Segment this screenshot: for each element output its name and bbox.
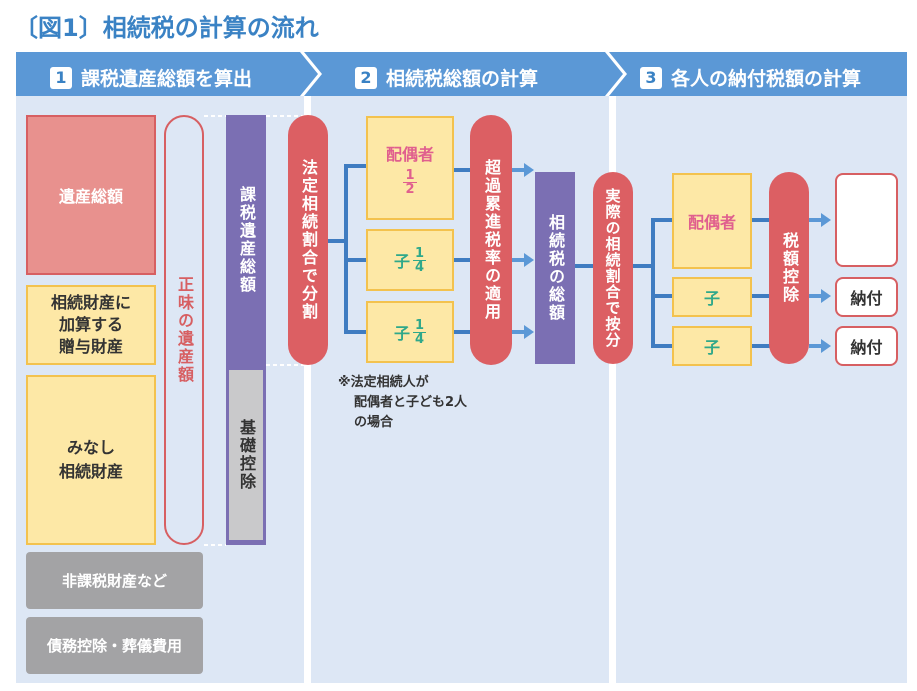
taxable-estate-bar: 課税遺産総額	[226, 115, 266, 365]
child2-payment-box: 納付	[835, 326, 898, 366]
child1-fraction: 1 4	[412, 245, 427, 275]
basic-deduction-bar: 基礎控除	[229, 370, 263, 540]
step3-header: 3 各人の納付税額の計算	[640, 64, 861, 91]
step2-arrow	[304, 52, 623, 96]
child2-alloc-box: 子	[672, 326, 752, 366]
spouse-label: 配偶者	[385, 144, 434, 164]
step2-label: 相続税総額の計算	[386, 68, 539, 90]
step1-label: 課税遺産総額を算出	[81, 68, 253, 90]
connector-line	[454, 330, 470, 334]
step1-arrow	[16, 52, 318, 96]
progressive-rate-label: 超過累進税率の適用	[482, 159, 501, 321]
connector-line	[326, 239, 346, 243]
step2-header: 2 相続税総額の計算	[355, 64, 538, 91]
connector-line	[344, 164, 348, 334]
spouse-share-box: 配偶者 1 2	[366, 116, 454, 220]
connector-line	[651, 294, 673, 298]
debts-label: 債務控除・葬儀費用	[46, 637, 182, 655]
child1-payment-box: 納付	[835, 277, 898, 317]
spouse-alloc-box: 配偶者	[672, 173, 752, 269]
spouse-frac-den: 2	[405, 181, 415, 197]
child2-fraction: 1 4	[412, 317, 427, 347]
total-tax-bar: 相続税の総額	[535, 172, 575, 364]
connector-line	[344, 258, 366, 262]
connector-line	[752, 294, 770, 298]
connector-line	[454, 168, 470, 172]
footnote-line3: の場合	[354, 415, 394, 430]
progressive-rate-pill: 超過累進税率の適用	[470, 115, 512, 365]
actual-split-label: 実際の相続割合で按分	[603, 188, 622, 348]
spouse-fraction: 1 2	[403, 167, 417, 197]
connector-line	[752, 344, 770, 348]
step2-number: 2	[355, 66, 377, 89]
step3-label: 各人の納付税額の計算	[671, 68, 862, 90]
child2-label: 子	[393, 324, 410, 343]
child2-frac-den: 4	[414, 331, 425, 347]
connector-line	[651, 344, 673, 348]
child1-label: 子	[393, 252, 410, 271]
step3-arrow	[609, 52, 907, 96]
estate-total-label: 遺産総額	[58, 187, 123, 206]
estate-total-box: 遺産総額	[26, 115, 156, 275]
actual-split-pill: 実際の相続割合で按分	[593, 172, 633, 364]
child1-payment-label: 納付	[850, 289, 883, 308]
nontaxable-label: 非課税財産など	[61, 572, 167, 590]
taxable-estate-label: 課税遺産総額	[237, 186, 256, 294]
gift-assets-box: 相続財産に 加算する 贈与財産	[26, 285, 156, 365]
connector-line	[633, 264, 653, 268]
child1-frac-num: 1	[412, 245, 427, 261]
child1-alloc-label: 子	[703, 289, 720, 308]
connector-line	[752, 218, 770, 222]
connector-line	[454, 258, 470, 262]
gift-line1: 相続財産に	[50, 293, 131, 312]
total-tax-label: 相続税の総額	[546, 214, 565, 322]
connector-line	[575, 264, 595, 268]
connector-line	[651, 218, 655, 348]
page-title: 〔図1〕相続税の計算の流れ	[14, 14, 319, 42]
child1-alloc-box: 子	[672, 277, 752, 317]
nontaxable-box: 非課税財産など	[26, 552, 203, 609]
child2-share-box: 子 1 4	[366, 301, 454, 363]
deemed-line2: 相続財産	[58, 462, 123, 481]
deemed-line1: みなし	[66, 438, 115, 457]
spouse-alloc-label: 配偶者	[687, 213, 736, 232]
tax-credit-pill: 税額控除	[769, 172, 809, 364]
step3-number: 3	[640, 66, 662, 89]
footnote-line1: ※法定相続人が	[338, 375, 429, 390]
gift-line2: 加算する	[58, 315, 123, 334]
net-estate-outline: 正味の遺産額	[164, 115, 204, 545]
step1-number: 1	[50, 66, 72, 89]
footnote-line2: 配偶者と子ども2人	[354, 395, 468, 410]
net-estate-label: 正味の遺産額	[175, 276, 194, 384]
step1-header: 1 課税遺産総額を算出	[50, 64, 252, 91]
child2-alloc-label: 子	[703, 338, 720, 357]
child2-payment-label: 納付	[850, 338, 883, 357]
connector-line	[344, 330, 366, 334]
deemed-assets-box: みなし 相続財産	[26, 375, 156, 545]
child1-share-box: 子 1 4	[366, 229, 454, 291]
spouse-payment-box	[835, 173, 898, 267]
child1-frac-den: 4	[414, 259, 425, 275]
statutory-split-pill: 法定相続割合で分割	[288, 115, 328, 365]
connector-line	[651, 218, 673, 222]
connector-line	[344, 164, 366, 168]
debts-box: 債務控除・葬儀費用	[26, 617, 203, 674]
child2-frac-num: 1	[412, 317, 427, 333]
basic-deduction-label: 基礎控除	[237, 419, 256, 491]
spouse-frac-num: 1	[403, 167, 417, 183]
gift-line3: 贈与財産	[58, 337, 123, 356]
statutory-split-label: 法定相続割合で分割	[299, 159, 318, 321]
footnote: ※法定相続人が 配偶者と子ども2人 の場合	[338, 373, 467, 433]
tax-credit-label: 税額控除	[780, 232, 799, 304]
